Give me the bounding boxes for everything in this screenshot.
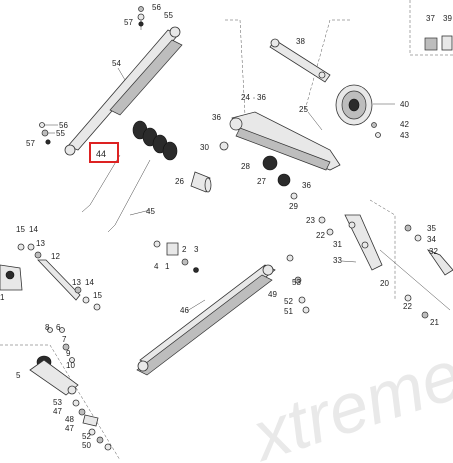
callout: 48: [65, 415, 74, 424]
callout: 54: [112, 59, 121, 68]
callout: 49: [268, 290, 277, 299]
callout: 36: [212, 113, 221, 122]
callout: 38: [296, 37, 305, 46]
callout: 21: [430, 318, 439, 327]
callout: 39: [443, 14, 452, 23]
callout: 6: [56, 323, 61, 332]
left-rear-linkage: [0, 243, 101, 311]
highlight-label: 44: [96, 149, 106, 159]
callout: 36: [257, 93, 266, 102]
callout: 43: [400, 131, 409, 140]
callout: 36: [302, 181, 311, 190]
callout: 2: [182, 245, 187, 254]
spring-roller: [81, 120, 178, 233]
sleeve-26: [190, 171, 212, 193]
callout: 22: [403, 302, 412, 311]
idler-wheel-40: [335, 84, 381, 138]
callout: 22: [316, 231, 325, 240]
callout: 29: [289, 202, 298, 211]
callout: 55: [56, 129, 65, 138]
callout: 9: [66, 349, 71, 358]
callout: 1: [165, 262, 170, 271]
callout: 20: [380, 279, 389, 288]
callout: 37: [426, 14, 435, 23]
callout: 1: [0, 293, 5, 302]
callout: 57: [26, 139, 35, 148]
callout-labels: 56 55 57 54 56 55 57 26 45 38 24 36 25 4…: [0, 3, 452, 450]
callout: 5: [16, 371, 21, 380]
upper-arm-assembly: [219, 19, 350, 200]
callout: 53: [53, 398, 62, 407]
callout: 32: [429, 247, 438, 256]
callout: 28: [241, 162, 250, 171]
callout: 31: [333, 240, 342, 249]
callout: 27: [257, 177, 266, 186]
callout: 33: [333, 256, 342, 265]
callout: 13: [72, 278, 81, 287]
callout: 42: [400, 120, 409, 129]
watermark-text: xtreme: [240, 335, 453, 463]
callout: 51: [284, 307, 293, 316]
callout: 14: [85, 278, 94, 287]
left-hardware-group: [39, 122, 58, 145]
shock-absorber: [64, 6, 183, 156]
callout: 30: [200, 143, 209, 152]
bottom-left-linkage: [0, 327, 121, 461]
callout: 56: [59, 121, 68, 130]
callout: 10: [66, 361, 75, 370]
callout: 4: [154, 262, 159, 271]
callout: 24: [241, 93, 250, 102]
callout: 35: [427, 224, 436, 233]
callout: 57: [124, 18, 133, 27]
right-front-arm: [318, 199, 453, 319]
lower-rail-46: [136, 254, 310, 376]
callout: 52: [284, 297, 293, 306]
callout: 52: [82, 432, 91, 441]
bolt-group-center: [153, 240, 199, 273]
callout: 13: [36, 239, 45, 248]
callout: 26: [175, 177, 184, 186]
leader-lines: [117, 67, 395, 312]
callout: 3: [194, 245, 199, 254]
callout: 50: [82, 441, 91, 450]
callout: 14: [29, 225, 38, 234]
inset-box: [409, 0, 453, 56]
callout: 15: [93, 291, 102, 300]
callout: 23: [306, 216, 315, 225]
callout: 53: [292, 278, 301, 287]
callout: 8: [45, 323, 50, 332]
callout: 45: [146, 207, 155, 216]
highlight-box-44: [89, 142, 119, 163]
callout: 40: [400, 100, 409, 109]
callout: 56: [152, 3, 161, 12]
callout: 47: [65, 424, 74, 433]
callout: 25: [299, 105, 308, 114]
callout: 7: [62, 335, 67, 344]
callout: 15: [16, 225, 25, 234]
callout: 55: [164, 11, 173, 20]
callout: 34: [427, 235, 436, 244]
callout: 12: [51, 252, 60, 261]
callout: 46: [180, 306, 189, 315]
callout: 47: [53, 407, 62, 416]
